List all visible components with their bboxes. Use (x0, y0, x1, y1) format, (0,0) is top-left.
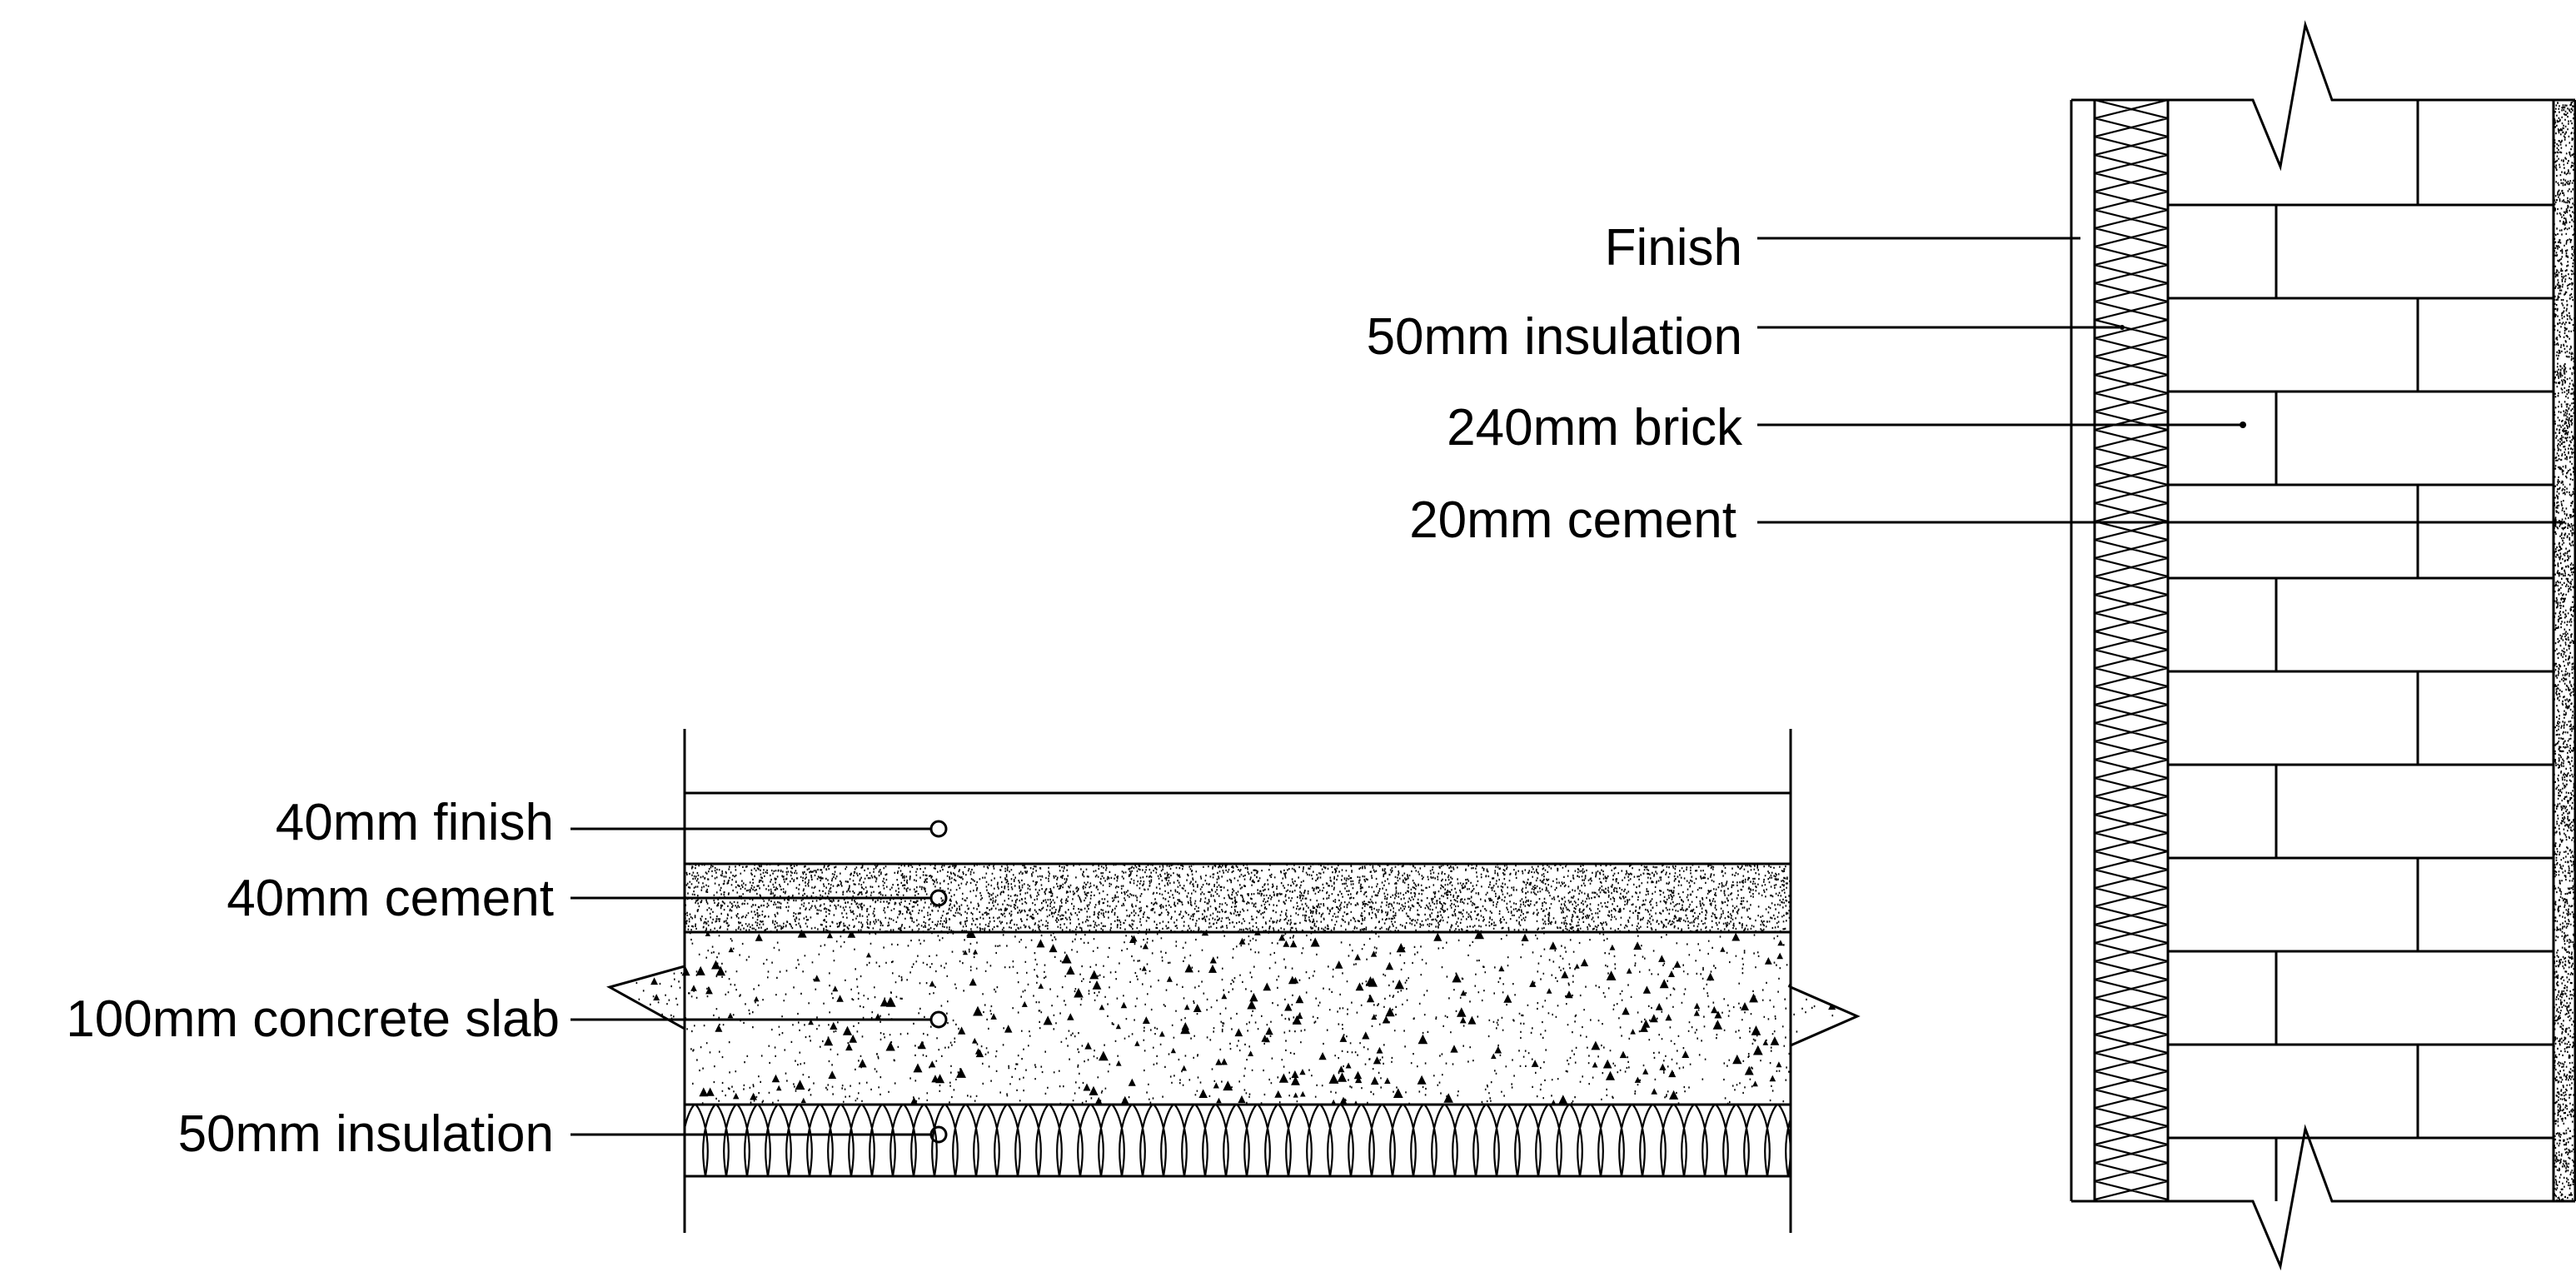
floor-finish-marker (929, 820, 948, 838)
wall-label-cement: 20mm cement (1409, 491, 2565, 549)
wall-insulation-marker (2120, 325, 2125, 330)
floor-label-finish: 40mm finish (276, 794, 948, 851)
floor-cement-marker (929, 889, 948, 907)
wall-insulation-hatch (2095, 100, 2168, 1201)
floor-label-cement: 40mm cement (227, 870, 948, 927)
wall-label-insulation: 50mm insulation (1367, 308, 2125, 366)
wall-section (2070, 20, 2576, 1271)
floor-cement-hatch (685, 864, 1791, 932)
floor-slab-marker (929, 1010, 948, 1029)
wall-cement-hatch (2554, 100, 2575, 1201)
floor-insulation-hatch (685, 1105, 1791, 1176)
wall-cement-label: 20mm cement (1409, 491, 1736, 549)
wall-finish-label: Finish (1605, 219, 1742, 277)
wall-label-brick: 240mm brick (1447, 399, 2246, 456)
wall-bottom-break-line (2071, 1124, 2575, 1271)
floor-cement-label: 40mm cement (227, 870, 554, 927)
floor-label-insulation: 50mm insulation (178, 1105, 948, 1163)
wall-label-finish: Finish (1605, 219, 2080, 277)
slab-right-break-line (1789, 932, 1861, 1105)
wall-top-break-line (2071, 20, 2575, 172)
wall-brick-label: 240mm brick (1447, 399, 1743, 456)
wall-insulation-label: 50mm insulation (1367, 308, 1742, 366)
floor-finish-label: 40mm finish (276, 794, 554, 851)
floor-section (606, 729, 1861, 1233)
floor-slab-label: 100mm concrete slab (66, 990, 560, 1048)
wall-brick-marker (2240, 422, 2246, 428)
floor-insulation-marker (929, 1125, 948, 1144)
floor-label-slab: 100mm concrete slab (66, 990, 948, 1048)
brick-coursing (2168, 100, 2554, 1201)
floor-insulation-label: 50mm insulation (178, 1105, 554, 1163)
slab-left-break-line (606, 932, 686, 1105)
